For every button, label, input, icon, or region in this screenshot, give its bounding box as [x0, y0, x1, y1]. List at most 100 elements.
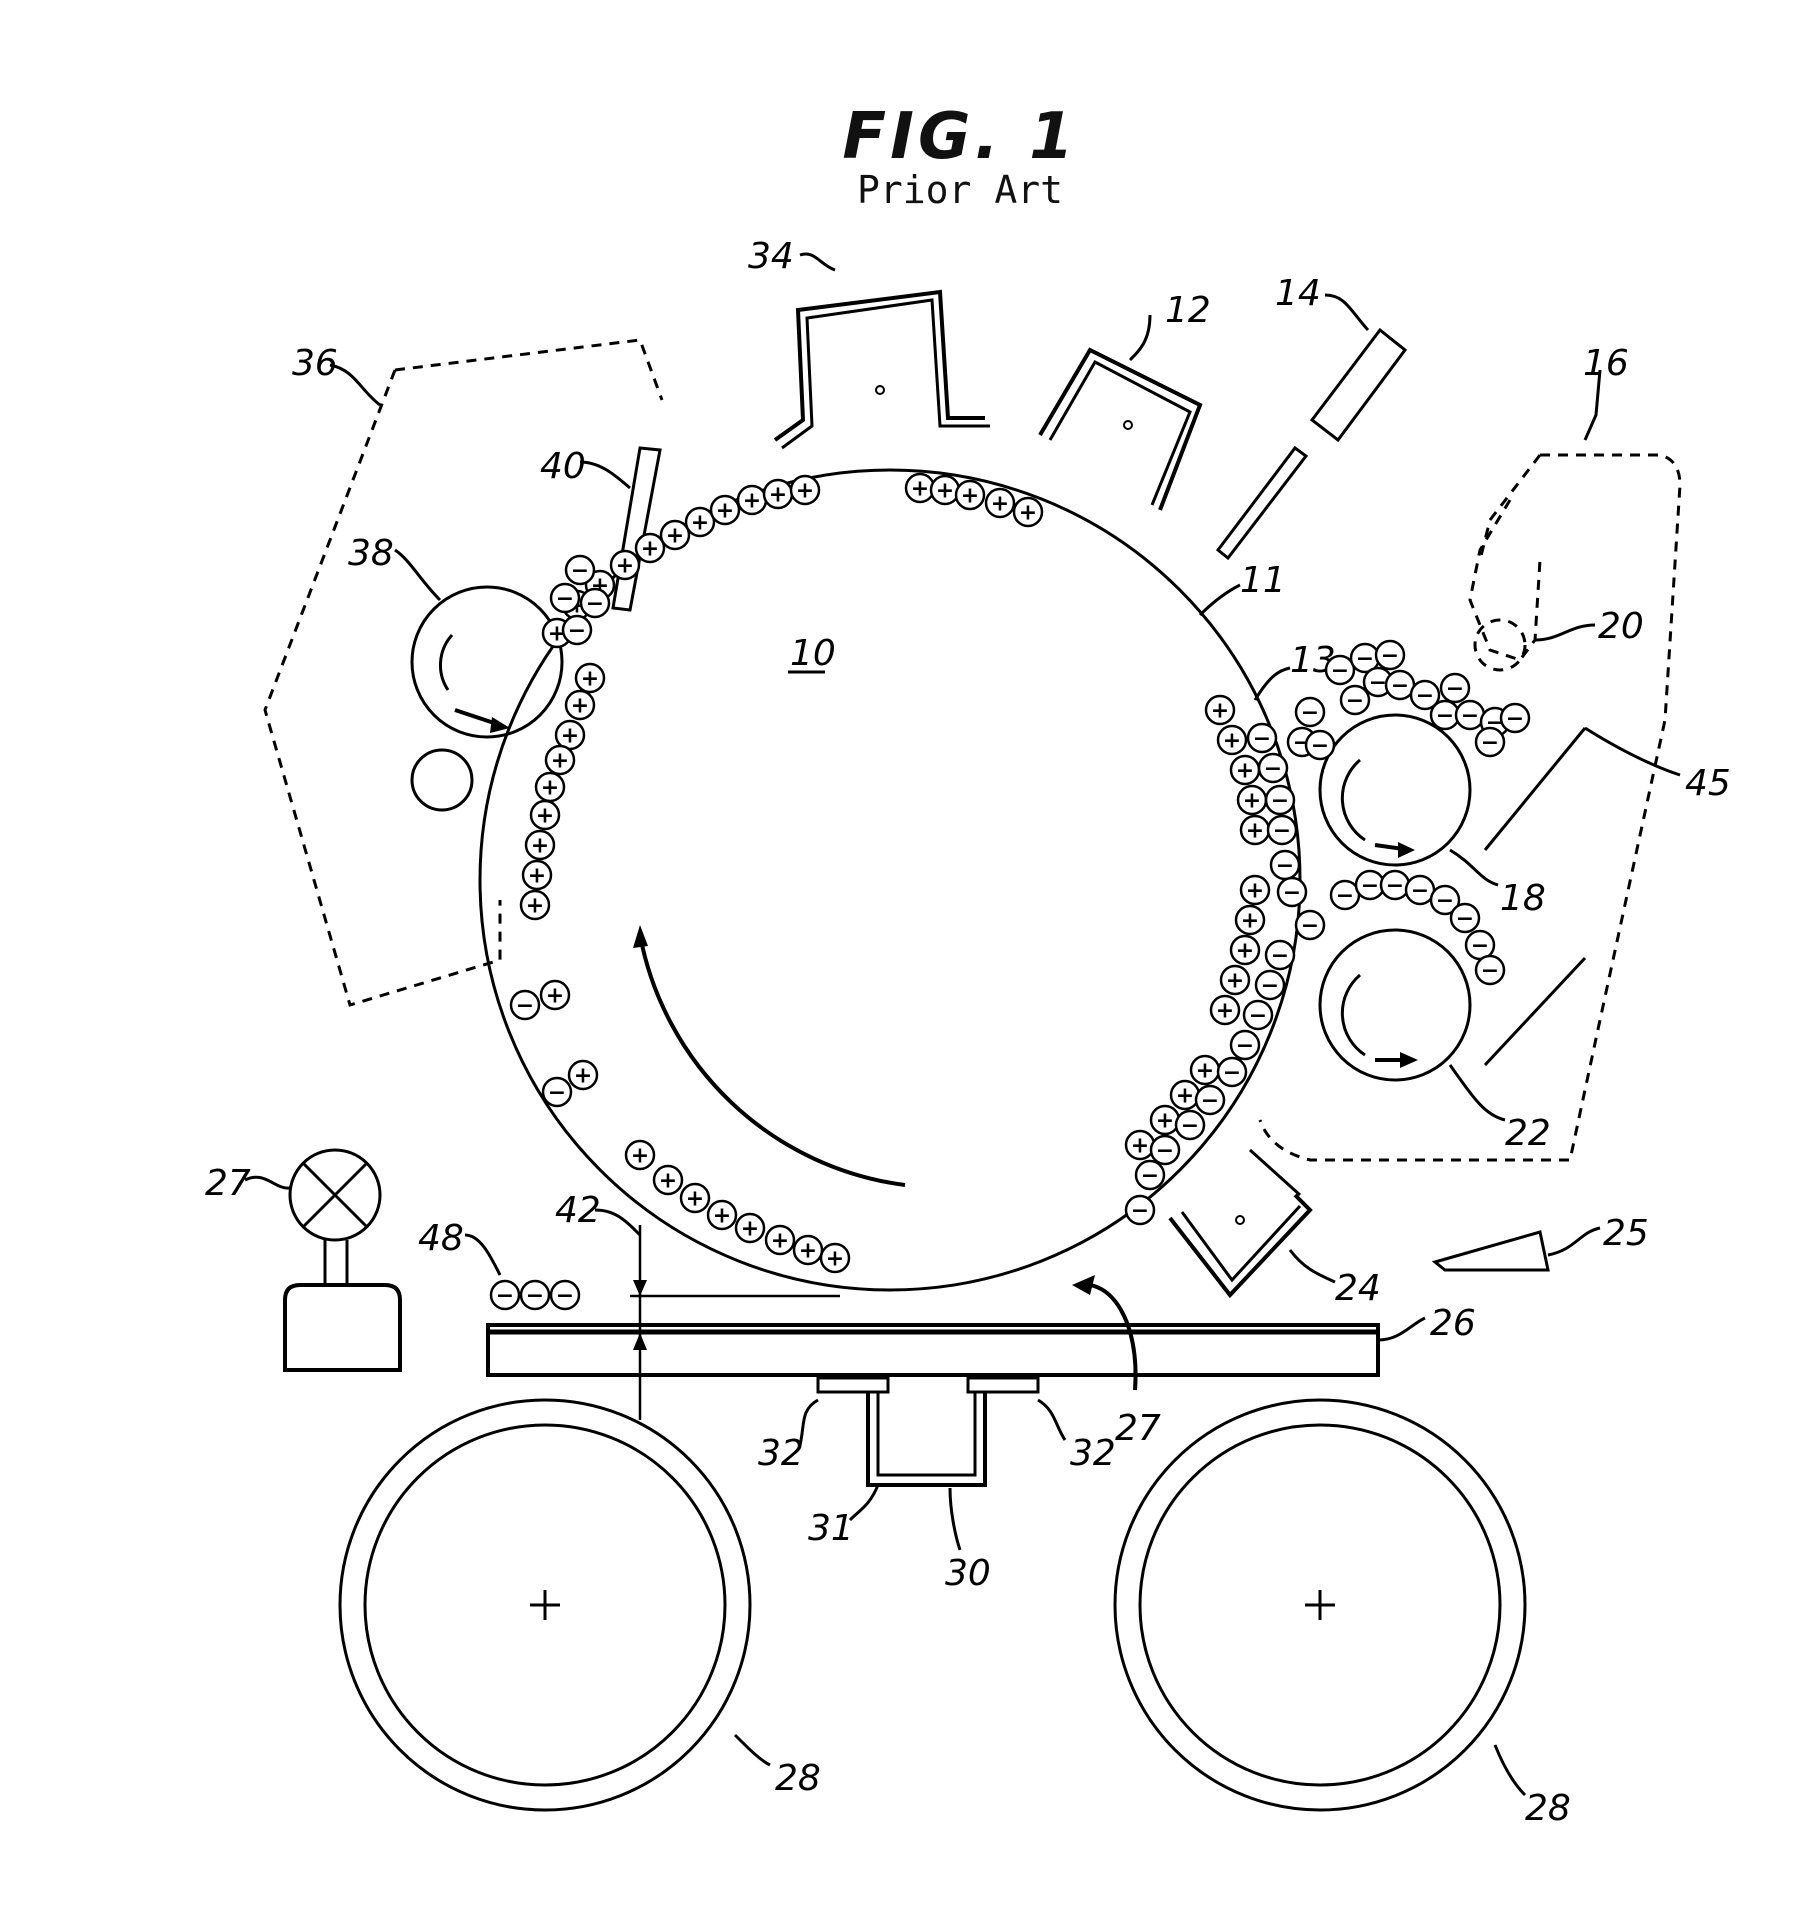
- negative-charge-symbol: −: [1436, 889, 1454, 914]
- label-27-lamp: 27: [205, 1163, 251, 1204]
- negative-charge-symbol: −: [1506, 707, 1524, 732]
- positive-charge-symbol: +: [743, 489, 761, 514]
- label-34: 34: [748, 236, 794, 277]
- positive-charge-symbol: +: [1243, 789, 1261, 814]
- negative-charge-symbol: −: [1446, 677, 1464, 702]
- label-30: 30: [945, 1553, 991, 1594]
- positive-charge-symbol: +: [1216, 999, 1234, 1024]
- label-45: 45: [1685, 763, 1731, 804]
- negative-charge-symbol: −: [526, 1284, 544, 1309]
- label-42: 42: [555, 1190, 601, 1231]
- positive-charge-symbol: +: [826, 1247, 844, 1272]
- positive-charge-symbol: +: [531, 834, 549, 859]
- negative-charge-symbol: −: [1261, 974, 1279, 999]
- electrode-32-left: [818, 1378, 888, 1392]
- negative-charge-symbol: −: [516, 994, 534, 1019]
- gap-arrowhead-bottom: [633, 1333, 647, 1350]
- negative-charge-symbol: −: [1481, 959, 1499, 984]
- negative-charge-symbol: −: [568, 619, 586, 644]
- positive-charge-symbol: +: [769, 483, 787, 508]
- charger-24: [1170, 1195, 1310, 1295]
- positive-charge-symbol: +: [536, 804, 554, 829]
- corona-wire-12: [1124, 421, 1132, 429]
- positive-charge-symbol: +: [799, 1239, 817, 1264]
- transfer-arrowhead-27: [1072, 1275, 1095, 1295]
- negative-charge-symbol: −: [1253, 727, 1271, 752]
- positive-charge-symbol: +: [1196, 1059, 1214, 1084]
- leader-13: [1255, 668, 1290, 700]
- negative-charge-symbol: −: [1361, 874, 1379, 899]
- label-18: 18: [1500, 878, 1546, 919]
- leader-14: [1325, 295, 1368, 330]
- negative-charge-symbol: −: [1271, 789, 1289, 814]
- leader-28-right: [1495, 1745, 1525, 1795]
- label-40: 40: [540, 446, 586, 487]
- positive-charge-symbol: +: [571, 694, 589, 719]
- positive-charge-symbol: +: [1226, 969, 1244, 994]
- label-22: 22: [1505, 1113, 1551, 1154]
- corona-charger-34: [775, 292, 985, 440]
- positive-charge-symbol: +: [961, 484, 979, 509]
- positive-charge-symbol: +: [1223, 729, 1241, 754]
- positive-charge-symbol: +: [771, 1229, 789, 1254]
- leader-22: [1450, 1065, 1505, 1120]
- label-16: 16: [1583, 343, 1629, 384]
- positive-charge-symbol: +: [1236, 759, 1254, 784]
- negative-charge-symbol: −: [1369, 671, 1387, 696]
- positive-charge-symbol: +: [561, 724, 579, 749]
- leader-30: [950, 1488, 960, 1550]
- positive-charge-symbol: +: [796, 479, 814, 504]
- negative-charge-symbol: −: [1283, 881, 1301, 906]
- positive-charge-symbol: +: [713, 1204, 731, 1229]
- leader-42: [595, 1210, 640, 1235]
- label-12: 12: [1165, 290, 1211, 331]
- positive-charge-symbol: +: [1019, 501, 1037, 526]
- positive-charge-symbol: +: [1176, 1084, 1194, 1109]
- positive-charge-symbol: +: [1131, 1134, 1149, 1159]
- positive-charge-symbol: +: [526, 894, 544, 919]
- corona-wire-24: [1236, 1216, 1244, 1224]
- developer-housing-16-top: [1480, 455, 1540, 560]
- positive-charge-symbol: +: [911, 477, 929, 502]
- negative-charge-symbol: −: [586, 592, 604, 617]
- cleaning-blade-40: [613, 448, 660, 610]
- negative-charge-symbol: −: [1411, 879, 1429, 904]
- cleaner-housing-36-top: [395, 340, 662, 400]
- label-20: 20: [1598, 606, 1644, 647]
- toner-charge-particles: ++++++++++++++++++++++++++++++++++++++++…: [491, 474, 1529, 1309]
- label-25: 25: [1603, 1213, 1649, 1254]
- roller-18-arrow: [1342, 760, 1365, 840]
- label-10: 10: [790, 633, 836, 674]
- positive-charge-symbol: +: [936, 479, 954, 504]
- negative-charge-symbol: −: [1336, 884, 1354, 909]
- negative-charge-symbol: −: [1311, 734, 1329, 759]
- leader-32-right: [1038, 1400, 1065, 1440]
- positive-charge-symbol: +: [546, 984, 564, 1009]
- negative-charge-symbol: −: [1271, 944, 1289, 969]
- negative-charge-symbol: −: [1264, 757, 1282, 782]
- negative-charge-symbol: −: [1386, 874, 1404, 899]
- leader-31: [850, 1485, 878, 1520]
- positive-charge-symbol: +: [574, 1064, 592, 1089]
- leader-48: [465, 1235, 500, 1275]
- negative-charge-symbol: −: [1461, 704, 1479, 729]
- positive-charge-symbol: +: [1211, 699, 1229, 724]
- corona-charger-34-inner: [782, 300, 990, 448]
- positive-charge-symbol: +: [1246, 879, 1264, 904]
- positive-charge-symbol: +: [528, 864, 546, 889]
- negative-charge-symbol: −: [1481, 731, 1499, 756]
- leader-24: [1290, 1250, 1335, 1282]
- label-28-right: 28: [1525, 1788, 1571, 1829]
- leader-11: [1200, 585, 1240, 615]
- negative-charge-symbol: −: [1236, 1034, 1254, 1059]
- negative-charge-symbol: −: [1381, 644, 1399, 669]
- positive-charge-symbol: +: [631, 1144, 649, 1169]
- positive-charge-symbol: +: [581, 667, 599, 692]
- positive-charge-symbol: +: [691, 511, 709, 536]
- negative-charge-symbol: −: [1223, 1061, 1241, 1086]
- positive-charge-symbol: +: [616, 554, 634, 579]
- negative-charge-symbol: −: [1276, 854, 1294, 879]
- lamp-base: [285, 1285, 400, 1370]
